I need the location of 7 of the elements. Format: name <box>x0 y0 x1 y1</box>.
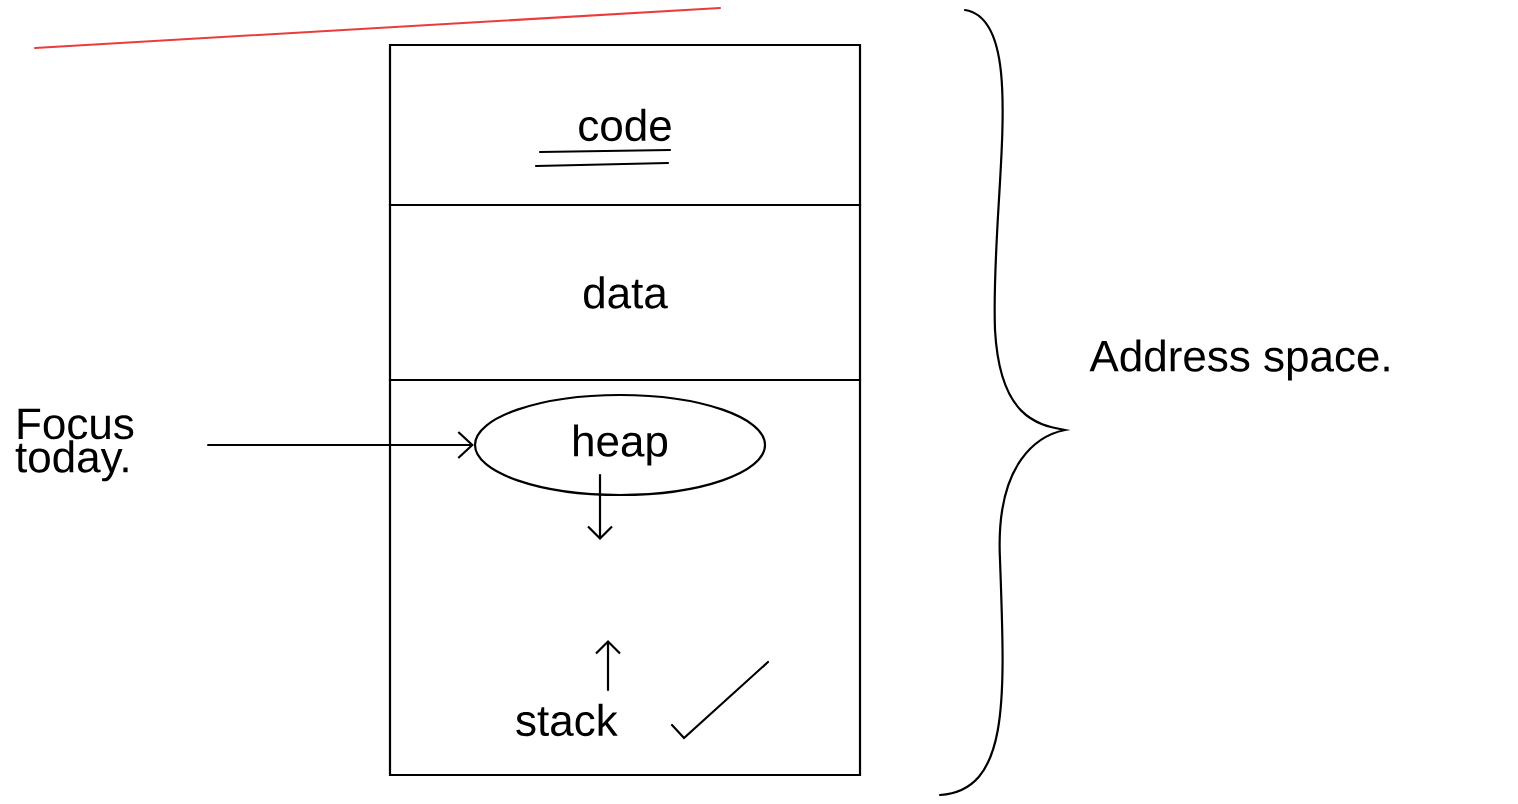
handwritten-note: stack <box>516 703 618 737</box>
handwritten-note: Focus today. <box>15 408 134 482</box>
memory-segment-box: code <box>388 43 862 207</box>
memory-segment-box: data <box>388 203 862 382</box>
arrow <box>207 431 474 459</box>
brace-label: Address space. <box>1089 339 1389 381</box>
memory-segment-box <box>388 378 862 777</box>
